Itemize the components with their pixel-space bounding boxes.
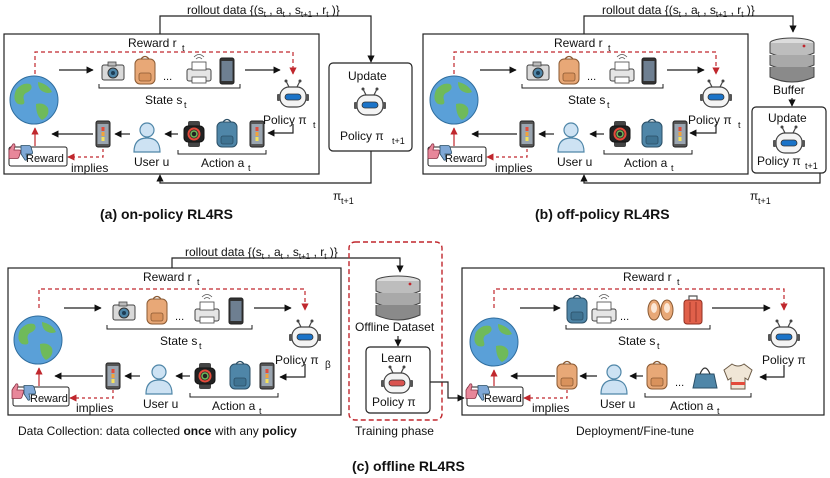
- policy-beta: Policy π: [275, 353, 319, 367]
- data-collection-note: Data Collection: data collected once wit…: [18, 424, 297, 438]
- action-at-b: Action a: [624, 156, 668, 170]
- svg-text:t+1: t+1: [805, 161, 818, 171]
- svg-text:t: t: [608, 43, 611, 53]
- caption-a: (a) on-policy RL4RS: [100, 206, 233, 222]
- reward-rt-b: Reward r: [554, 36, 603, 50]
- svg-text:t: t: [717, 406, 720, 416]
- user-c: User u: [143, 397, 178, 411]
- svg-text:Reward: Reward: [30, 393, 68, 405]
- svg-text:π: π: [333, 189, 341, 203]
- svg-text:t+1: t+1: [758, 196, 771, 206]
- reward-rt-d: Reward r: [623, 270, 672, 284]
- svg-text:implies: implies: [71, 161, 108, 175]
- svg-text:t: t: [738, 120, 741, 130]
- panel-b: rollout data {(st , at , st+1 , rt )} Bu…: [422, 3, 827, 222]
- policy-next-b: Policy π: [757, 154, 801, 168]
- svg-text:t: t: [182, 43, 185, 53]
- policy-a: Policy π: [263, 113, 307, 127]
- learn-box: [365, 346, 431, 414]
- svg-text:t+1: t+1: [392, 136, 405, 146]
- buffer-label: Buffer: [773, 83, 805, 97]
- svg-text:Reward: Reward: [484, 393, 522, 405]
- svg-text:...: ...: [620, 311, 629, 323]
- state-st-c: State s: [160, 334, 197, 348]
- svg-text:t: t: [313, 120, 316, 130]
- policy-b: Policy π: [688, 113, 732, 127]
- user-b: User u: [557, 155, 592, 169]
- policy-next-a: Policy π: [340, 129, 384, 143]
- svg-text:t: t: [248, 163, 251, 173]
- action-at-a: Action a: [201, 156, 245, 170]
- panel-a: rollout data {(st , at , st+1 , rt )} Up…: [3, 3, 413, 222]
- offline-dataset-label: Offline Dataset: [355, 320, 435, 334]
- svg-text:...: ...: [175, 311, 184, 323]
- caption-c: (c) offline RL4RS: [352, 458, 465, 474]
- svg-text:t: t: [259, 406, 262, 416]
- update-label-b: Update: [768, 111, 807, 125]
- svg-text:implies: implies: [532, 401, 569, 415]
- svg-text:β: β: [325, 360, 331, 371]
- action-at-c: Action a: [212, 399, 256, 413]
- user-a: User u: [134, 155, 169, 169]
- svg-text:t: t: [657, 341, 660, 351]
- panel-c: rollout data {(st , at , st+1 , rt )} Re…: [7, 241, 825, 474]
- svg-text:...: ...: [675, 377, 684, 389]
- svg-text:Reward: Reward: [26, 153, 64, 165]
- policy-learn: Policy π: [372, 395, 416, 409]
- policy-d: Policy π: [762, 353, 806, 367]
- svg-text:t: t: [184, 100, 187, 110]
- reward-rt-c: Reward r: [143, 270, 192, 284]
- svg-text:implies: implies: [76, 401, 113, 415]
- svg-text:t: t: [671, 163, 674, 173]
- caption-b: (b) off-policy RL4RS: [535, 206, 670, 222]
- svg-text:t: t: [197, 277, 200, 287]
- state-st-a: State s: [145, 93, 182, 107]
- svg-text:t+1: t+1: [341, 196, 354, 206]
- svg-text:t: t: [199, 341, 202, 351]
- learn-label: Learn: [381, 351, 412, 365]
- rollout-label-b: rollout data {(st , at , st+1 , rt )}: [602, 3, 755, 19]
- rollout-label-c: rollout data {(st , at , st+1 , rt )}: [185, 245, 338, 261]
- svg-text:t: t: [607, 100, 610, 110]
- state-st-d: State s: [618, 334, 655, 348]
- svg-text:t: t: [677, 277, 680, 287]
- update-label-a: Update: [348, 69, 387, 83]
- deployment-label: Deployment/Fine-tune: [576, 424, 694, 438]
- training-phase-label: Training phase: [355, 424, 434, 438]
- svg-text:...: ...: [587, 71, 596, 83]
- user-d: User u: [600, 397, 635, 411]
- svg-text:implies: implies: [495, 161, 532, 175]
- rollout-label-a: rollout data {(st , at , st+1 , rt )}: [187, 3, 340, 19]
- update-box-b: [751, 106, 827, 174]
- reward-rt-a: Reward r: [128, 36, 177, 50]
- svg-text:π: π: [750, 189, 758, 203]
- state-st-b: State s: [568, 93, 605, 107]
- action-at-d: Action a: [670, 399, 714, 413]
- svg-text:Reward: Reward: [445, 153, 483, 165]
- svg-text:...: ...: [163, 71, 172, 83]
